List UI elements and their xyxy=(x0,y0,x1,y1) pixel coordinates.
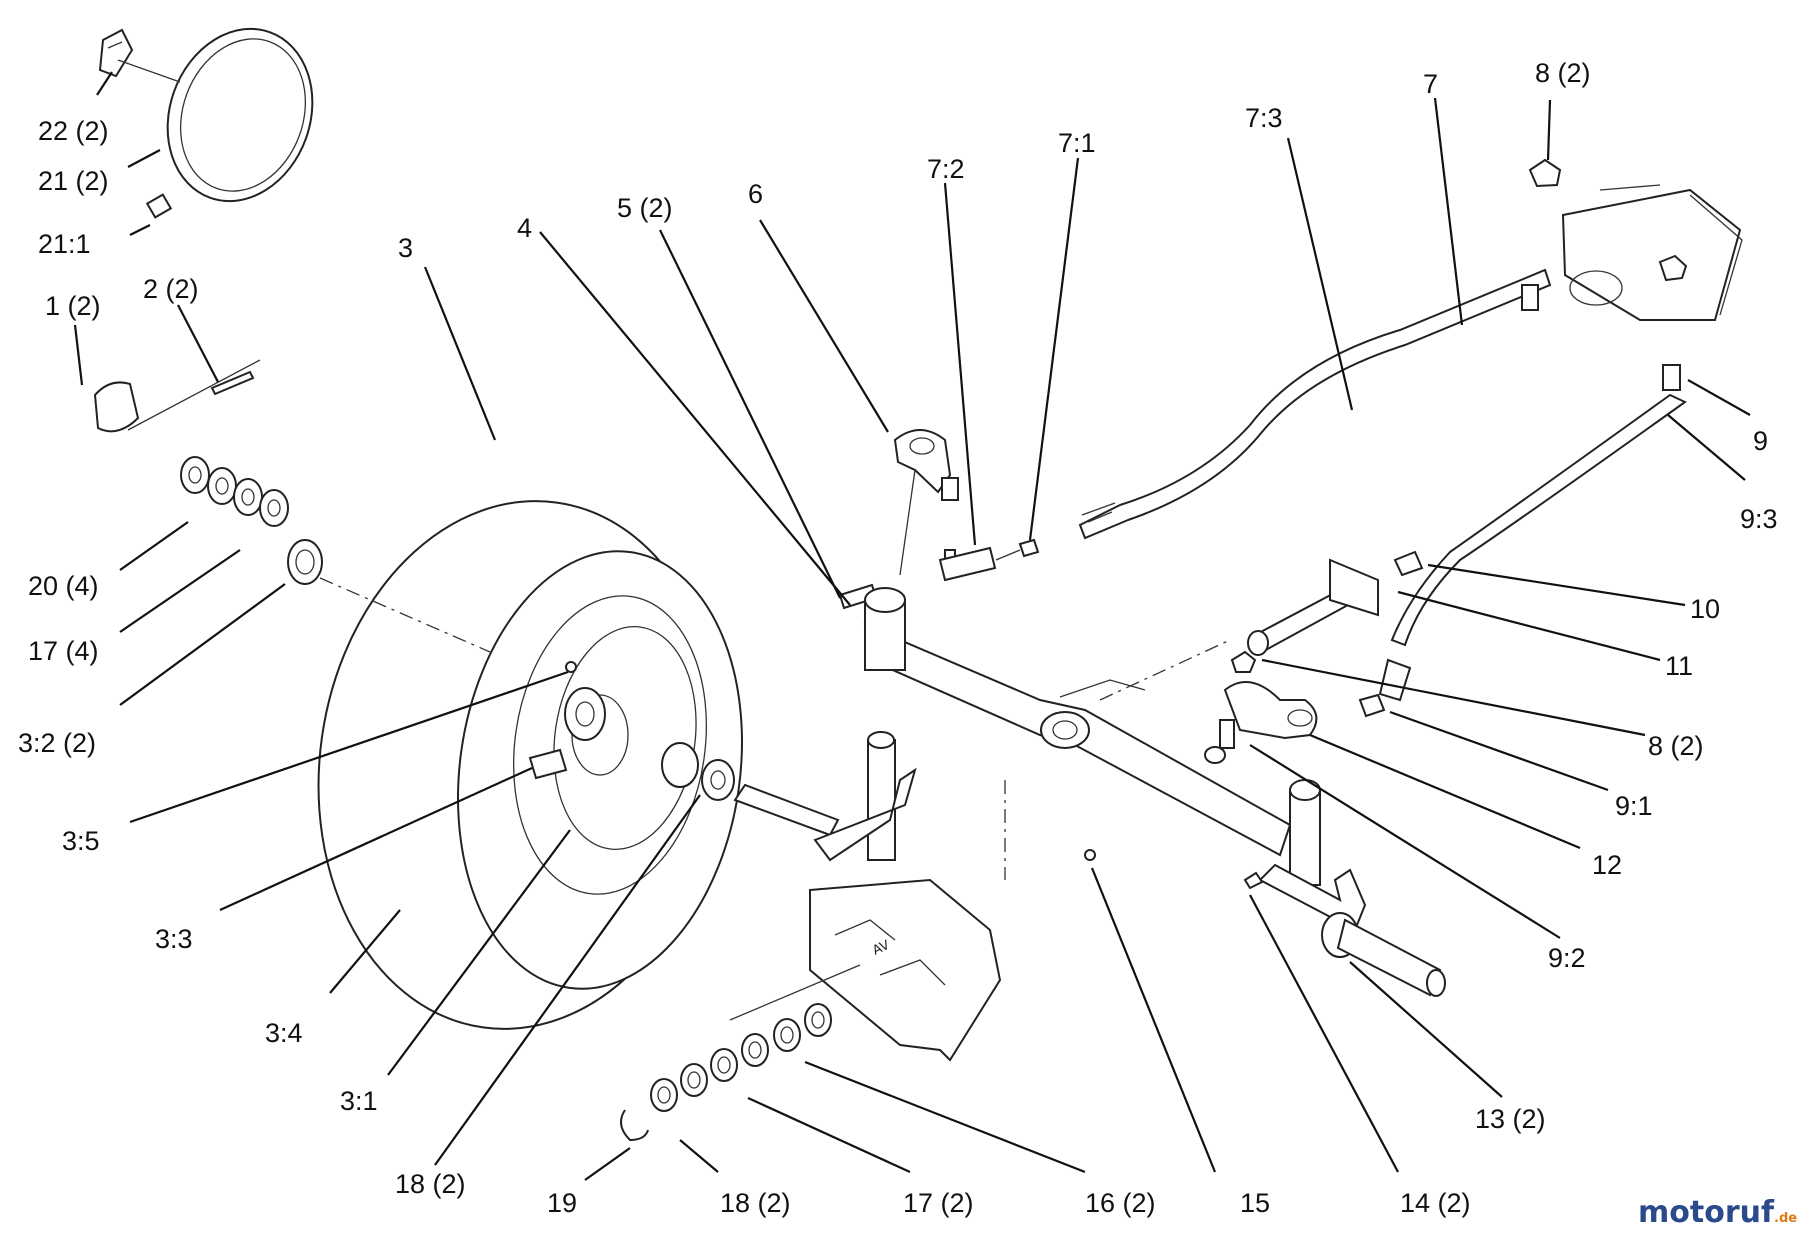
tie-rod xyxy=(1378,364,1687,702)
callout-2: 2 (2) xyxy=(143,274,199,304)
washer-stack-left xyxy=(180,456,323,585)
callout-21: 21 (2) xyxy=(38,166,109,196)
frame-plate: AV xyxy=(620,780,1006,1142)
front-axle xyxy=(863,587,1292,857)
hub-cap xyxy=(93,359,261,433)
steering-arm-right xyxy=(1204,650,1386,764)
watermark-brand: motoruf xyxy=(1638,1195,1775,1230)
callout-15: 15 xyxy=(1240,1188,1270,1218)
callout-5: 5 (2) xyxy=(617,193,673,223)
callout-22: 22 (2) xyxy=(38,116,109,146)
callout-8-top: 8 (2) xyxy=(1535,58,1591,88)
callout-3-4: 3:4 xyxy=(265,1018,303,1048)
callout-18-left: 18 (2) xyxy=(395,1169,466,1199)
spindle-left xyxy=(661,731,917,862)
callout-3-5: 3:5 xyxy=(62,826,100,856)
callout-7-2: 7:2 xyxy=(927,154,965,184)
callout-10: 10 xyxy=(1690,594,1720,624)
hubcap-ring xyxy=(98,27,314,219)
callout-17-bottom: 17 (2) xyxy=(903,1188,974,1218)
svg-text:motoruf.de: motoruf.de xyxy=(1638,1195,1797,1230)
callout-3-3: 3:3 xyxy=(155,924,193,954)
callout-17-left: 17 (4) xyxy=(28,636,99,666)
callout-6: 6 xyxy=(748,179,763,209)
watermark-logo: motoruf.de xyxy=(1638,1195,1797,1230)
callout-9-3: 9:3 xyxy=(1740,504,1778,534)
callout-1: 1 (2) xyxy=(45,291,101,321)
tie-rod-end xyxy=(938,538,1040,582)
drag-link xyxy=(1078,268,1552,540)
callout-13: 13 (2) xyxy=(1475,1104,1546,1134)
callout-7-1: 7:1 xyxy=(1058,128,1096,158)
leader-lines xyxy=(73,71,1751,1181)
callout-3-1: 3:1 xyxy=(340,1086,378,1116)
callout-11: 11 xyxy=(1665,651,1693,681)
callout-9-1: 9:1 xyxy=(1615,791,1653,821)
callout-12: 12 xyxy=(1592,850,1622,880)
callout-8-mid: 8 (2) xyxy=(1648,731,1704,761)
pivot-bracket xyxy=(1247,550,1424,656)
callout-14: 14 (2) xyxy=(1400,1188,1471,1218)
sector-gear xyxy=(1521,158,1743,321)
callout-7: 7 xyxy=(1423,69,1438,99)
watermark-suffix: .de xyxy=(1774,1211,1797,1226)
callout-19: 19 xyxy=(547,1188,577,1218)
callout-3-2: 3:2 (2) xyxy=(18,728,96,758)
callout-7-3: 7:3 xyxy=(1245,103,1283,133)
parts-drawing: AV xyxy=(93,27,1743,1142)
callout-4: 4 xyxy=(517,213,532,243)
spindle-right xyxy=(1084,779,1446,997)
callout-16: 16 (2) xyxy=(1085,1188,1156,1218)
callout-9-2: 9:2 xyxy=(1548,943,1586,973)
wheel-tire xyxy=(317,500,743,1030)
callout-18-bottom: 18 (2) xyxy=(720,1188,791,1218)
callout-3: 3 xyxy=(398,233,413,263)
callout-labels: 22 (2) 21 (2) 21:1 1 (2) 2 (2) 3 4 5 (2)… xyxy=(18,58,1778,1218)
callout-21-1: 21:1 xyxy=(38,229,91,259)
callout-9: 9 xyxy=(1753,426,1768,456)
callout-20: 20 (4) xyxy=(28,571,99,601)
steering-arm xyxy=(838,429,959,610)
svg-text:AV: AV xyxy=(870,938,892,959)
